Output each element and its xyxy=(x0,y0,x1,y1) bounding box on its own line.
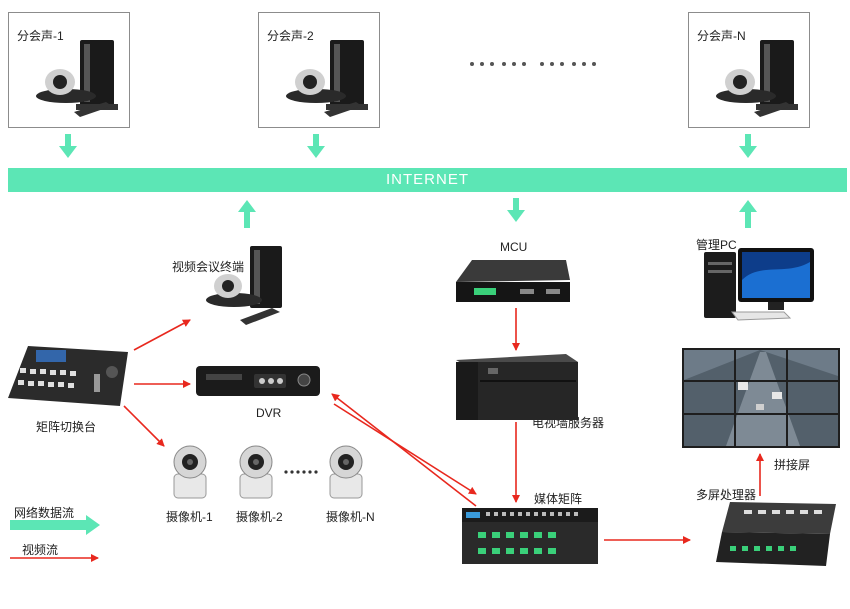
multi-screen-processor-device xyxy=(716,502,836,566)
camera-label-n: 摄像机-N xyxy=(326,510,375,524)
site-label-2: 分会声-2 xyxy=(267,29,314,43)
matrix-switcher-label: 矩阵切换台 xyxy=(36,420,97,434)
camera-ellipsis xyxy=(284,470,318,474)
video-terminal-device xyxy=(206,246,282,325)
media-matrix-device xyxy=(462,508,598,564)
video-arrow-matrix-to-dvr xyxy=(331,393,477,507)
site-label-1: 分会声-1 xyxy=(17,29,64,43)
legend-network-arrow xyxy=(10,515,100,535)
net-arrow-mcu-down xyxy=(507,198,525,222)
camera-device-2 xyxy=(239,445,273,499)
tv-wall-server-device xyxy=(456,354,578,420)
admin-pc-device xyxy=(704,248,814,321)
net-arrow-site-2 xyxy=(307,134,325,158)
dvr-device xyxy=(196,366,320,396)
dvr-label: DVR xyxy=(256,406,282,420)
legend-video-label: 视频流 xyxy=(22,543,59,557)
video-arrow-dvr-to-matrix xyxy=(333,403,477,495)
internet-bar: INTERNET xyxy=(8,168,847,192)
video-arrow-switcher-to-camera xyxy=(123,405,165,447)
mcu-label: MCU xyxy=(500,240,528,254)
media-matrix-label: 媒体矩阵 xyxy=(534,492,583,506)
video-terminal-label: 视频会议终端 xyxy=(172,260,245,274)
camera-device-1 xyxy=(173,445,207,499)
site-device-2 xyxy=(286,40,368,117)
video-arrow-switcher-to-terminal xyxy=(133,319,191,351)
camera-label-1: 摄像机-1 xyxy=(166,510,213,524)
net-arrow-pc-up xyxy=(739,200,757,228)
mcu-device xyxy=(456,260,570,302)
net-arrow-site-1 xyxy=(59,134,77,158)
splice-screen-device xyxy=(682,348,840,448)
matrix-switcher-device xyxy=(8,346,128,406)
camera-device-n xyxy=(329,445,363,499)
site-device-n xyxy=(716,40,798,117)
site-label-n: 分会声-N xyxy=(697,29,746,43)
legend-network-label: 网络数据流 xyxy=(14,506,75,520)
site-device-1 xyxy=(36,40,118,117)
internet-label: INTERNET xyxy=(386,171,469,188)
net-arrow-terminal-up xyxy=(238,200,256,228)
net-arrow-site-n xyxy=(739,134,757,158)
admin-pc-label: 管理PC xyxy=(696,238,737,252)
site-ellipsis xyxy=(470,62,596,66)
splice-screen-label: 拼接屏 xyxy=(774,458,811,472)
camera-label-2: 摄像机-2 xyxy=(236,510,283,524)
multi-screen-processor-label: 多屏处理器 xyxy=(696,488,757,502)
